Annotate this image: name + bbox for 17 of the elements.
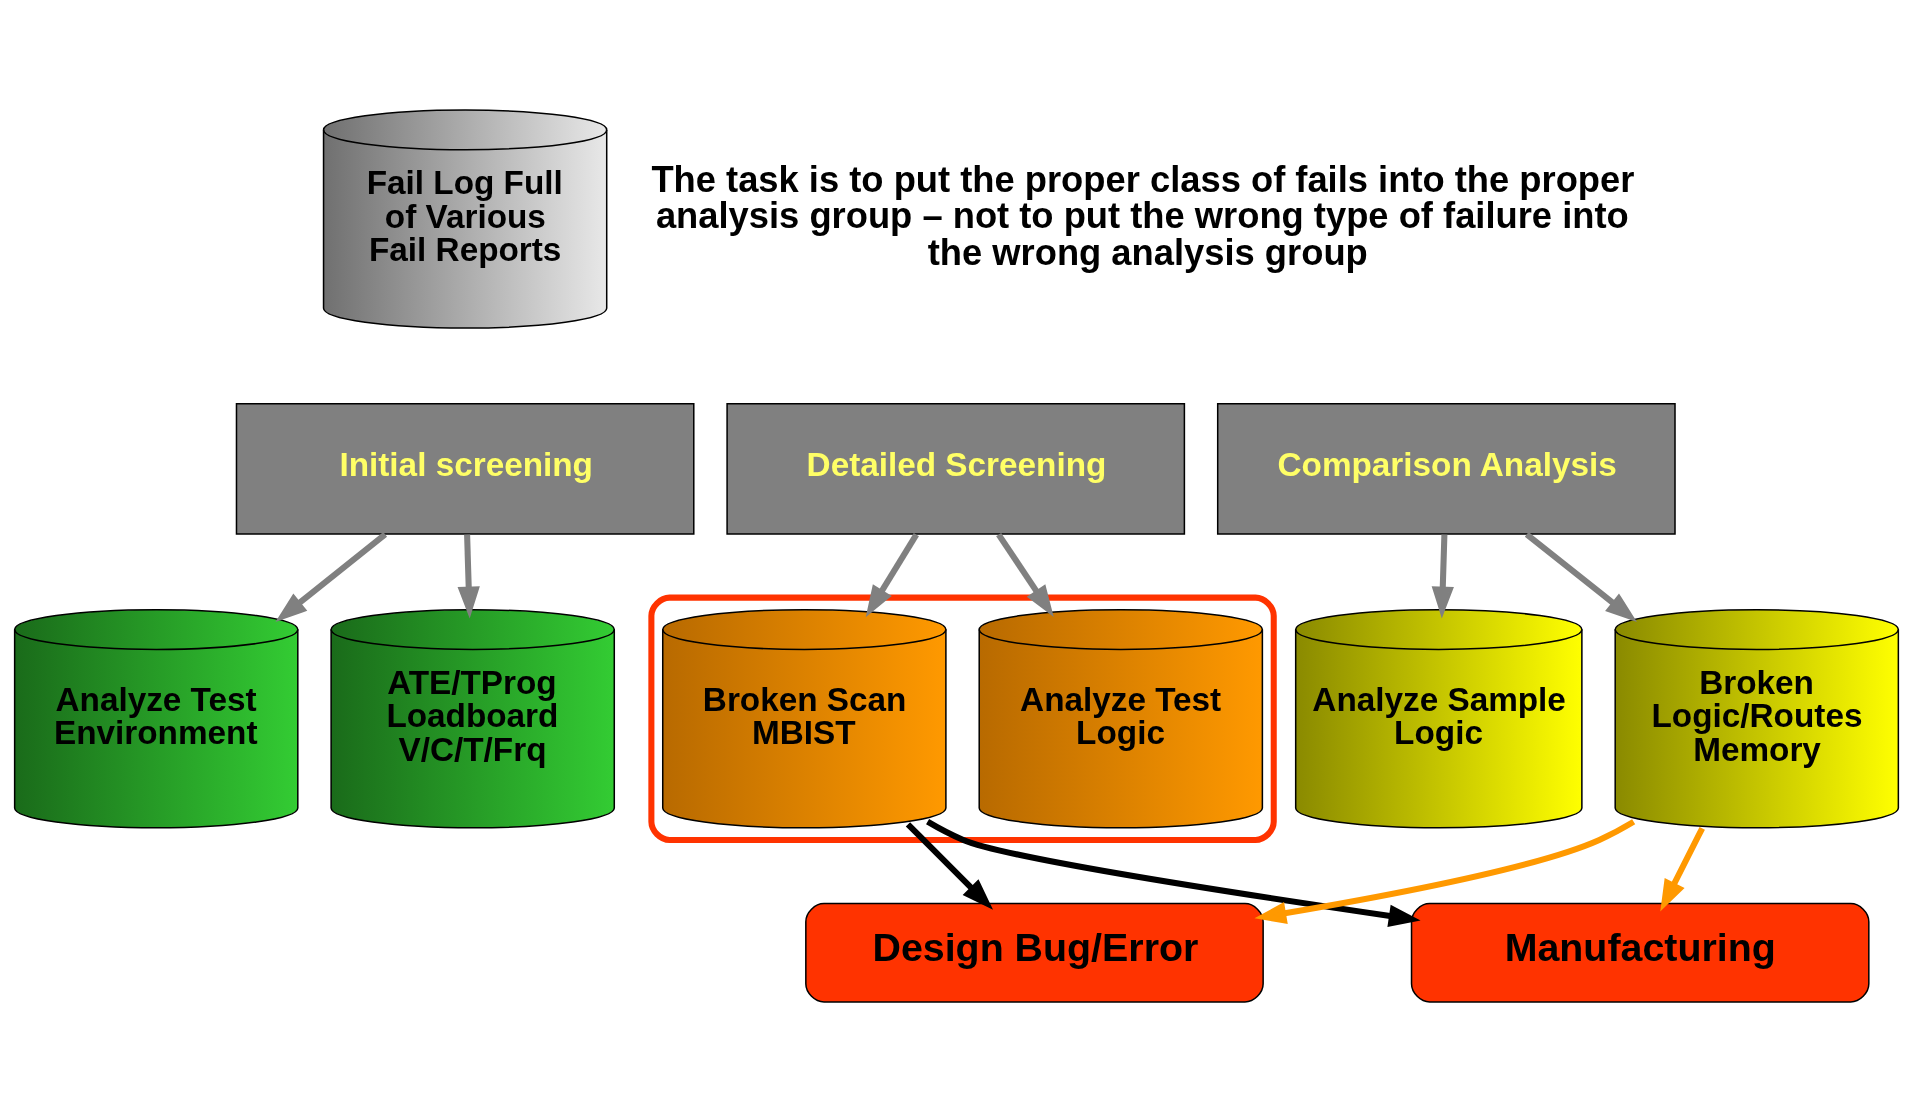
arrow bbox=[1660, 826, 1705, 911]
arrow bbox=[275, 531, 388, 622]
arrow bbox=[1524, 531, 1637, 622]
arrow bbox=[865, 532, 919, 617]
cluster bbox=[648, 594, 1277, 843]
arrow bbox=[457, 534, 480, 619]
node-box: Design Bug/Error bbox=[805, 902, 1264, 1003]
arrow bbox=[1254, 818, 1636, 924]
arrow bbox=[926, 818, 1421, 927]
label: The task is to put the proper class of fails into the proper analysis group – not to put the wrong type of failure into the wrong analysis group bbox=[651, 158, 1635, 273]
node-box: Manufacturing bbox=[1410, 902, 1870, 1003]
node-box: Comparison Analysis bbox=[1216, 402, 1676, 535]
arrow bbox=[996, 532, 1054, 617]
node-box: Initial screening bbox=[235, 402, 695, 535]
arrow bbox=[905, 821, 994, 910]
arrow bbox=[1431, 534, 1454, 619]
node-box: Detailed Screening bbox=[726, 402, 1186, 535]
